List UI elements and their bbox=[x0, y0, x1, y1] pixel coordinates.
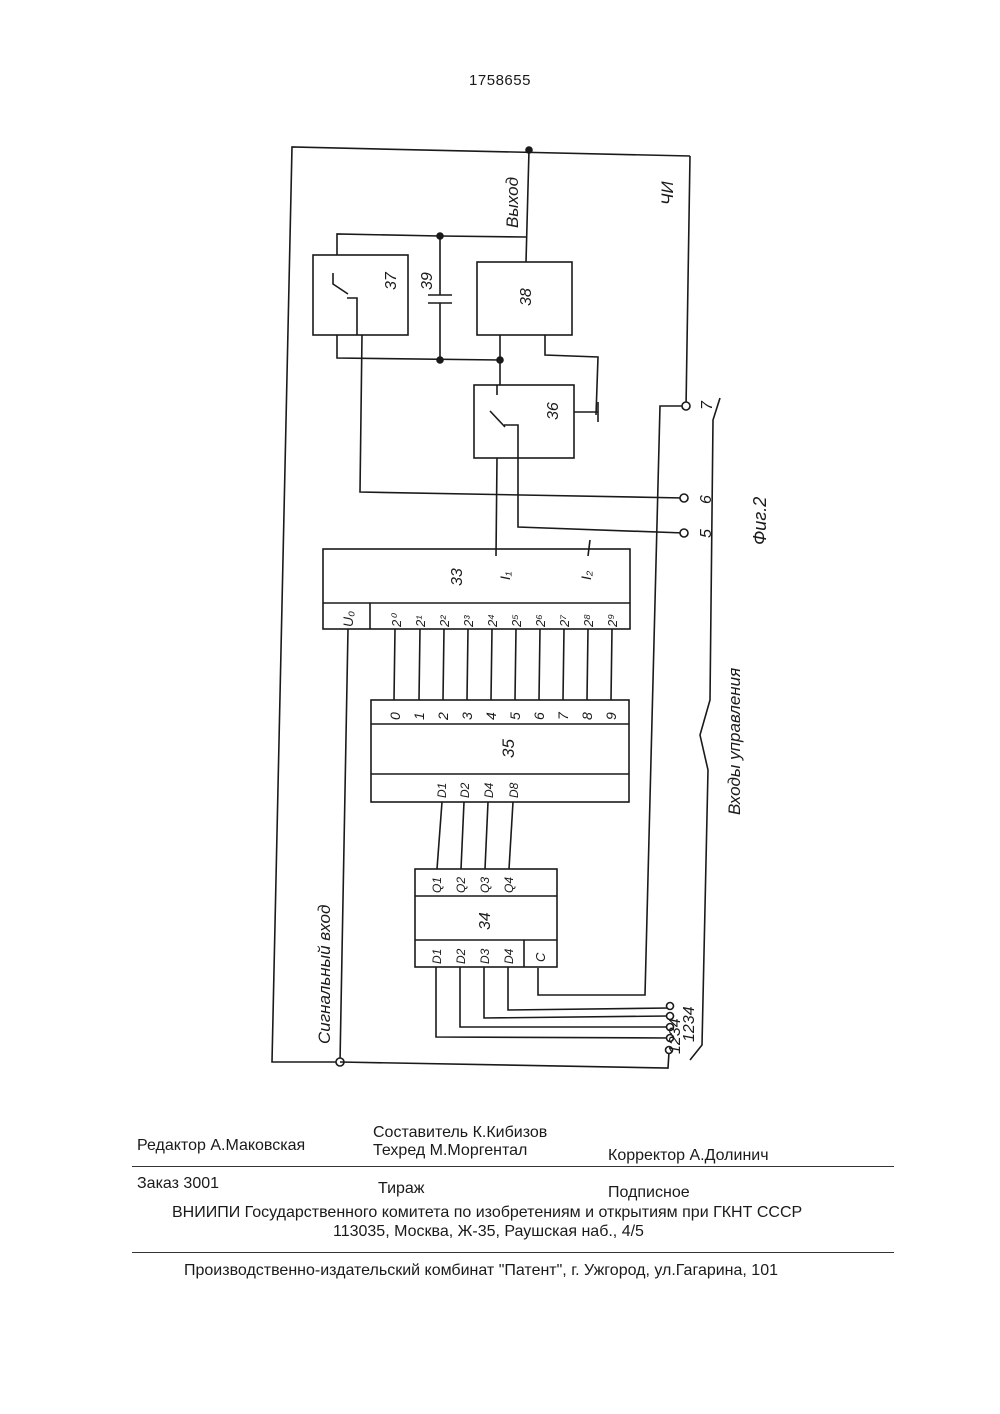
label-signal-input: Сигнальный вход bbox=[315, 905, 334, 1044]
label-block-38: 38 bbox=[518, 288, 535, 306]
b35-in-3: D8 bbox=[507, 782, 521, 798]
footer-compiler: Составитель К.Кибизов bbox=[373, 1124, 547, 1142]
b35-in-2: D4 bbox=[482, 782, 496, 798]
b35-in-0: D1 bbox=[435, 783, 449, 798]
b35-pin-7: 7 bbox=[555, 711, 571, 720]
b35-pin-8: 8 bbox=[579, 712, 595, 720]
b34-out-1: Q2 bbox=[454, 877, 468, 893]
footer-techred: Техред М.Моргентал bbox=[373, 1142, 527, 1160]
footer-order: Заказ 3001 bbox=[137, 1175, 219, 1193]
b33-pin-8: 2⁸ bbox=[581, 614, 596, 628]
label-output: Выход bbox=[503, 177, 522, 228]
terminal-1234-left-label: 1234 bbox=[667, 1018, 684, 1054]
b35-pin-1: 1 bbox=[411, 712, 427, 720]
wire-i2 bbox=[588, 540, 590, 556]
b33-pin-9: 2⁹ bbox=[605, 614, 620, 628]
chi-line bbox=[686, 156, 690, 408]
b33-pin-7: 2⁷ bbox=[557, 614, 572, 628]
b33-pin-0: 2⁰ bbox=[389, 613, 404, 628]
wire-36-to-33 bbox=[496, 458, 497, 556]
b34-in-c: C bbox=[533, 952, 548, 962]
footer-vniipi: ВНИИПИ Государственного комитета по изоб… bbox=[172, 1204, 802, 1222]
b33-pin-6: 2⁶ bbox=[533, 614, 548, 628]
terminal-5-label: 5 bbox=[698, 529, 715, 538]
b34-input-labels: D1 D2 D3 D4 C bbox=[430, 948, 548, 964]
b34-in-2: D3 bbox=[478, 948, 492, 964]
footer-corrector: Корректор А.Долинич bbox=[608, 1147, 769, 1165]
label-block-39: 39 bbox=[419, 272, 436, 290]
footer-editor: Редактор А.Маковская bbox=[137, 1137, 305, 1155]
b35-pin-5: 5 bbox=[507, 712, 523, 720]
label-i1: I₁ bbox=[497, 571, 513, 580]
label-block-37: 37 bbox=[383, 271, 400, 290]
wires-control-inputs bbox=[436, 967, 669, 1038]
label-block-33: 33 bbox=[449, 568, 466, 586]
b35-pin-3: 3 bbox=[459, 712, 475, 720]
switch-37 bbox=[333, 273, 357, 335]
b35-in-1: D2 bbox=[458, 782, 472, 798]
b35-pin-2: 2 bbox=[435, 712, 451, 721]
label-chi: ЧИ bbox=[658, 181, 677, 205]
b33-pin-1: 2¹ bbox=[413, 615, 428, 628]
b34-out-0: Q1 bbox=[430, 877, 444, 893]
wire-signal-return bbox=[340, 1052, 669, 1068]
label-i2: I₂ bbox=[578, 570, 594, 580]
ground-36 bbox=[574, 402, 598, 422]
figure-caption: Фиг.2 bbox=[750, 497, 770, 545]
b35-pin-4: 4 bbox=[483, 712, 499, 720]
b33-pin-3: 2³ bbox=[461, 615, 476, 628]
label-block-36: 36 bbox=[545, 402, 562, 420]
footer-divider-top bbox=[132, 1166, 894, 1167]
wire-u0 bbox=[340, 629, 348, 1062]
b33-pin-4: 2⁴ bbox=[485, 614, 500, 628]
output-wire bbox=[526, 150, 529, 262]
terminal-6-label: 6 bbox=[698, 495, 715, 504]
bus-33-35 bbox=[394, 629, 612, 700]
capacitor-39 bbox=[428, 236, 452, 360]
footer-circulation: Тираж bbox=[378, 1180, 425, 1198]
b34-in-3: D4 bbox=[502, 948, 516, 964]
terminal-7-label: 7 bbox=[699, 400, 716, 410]
footer-address: 113035, Москва, Ж-35, Раушская наб., 4/5 bbox=[333, 1223, 644, 1241]
b35-pin-6: 6 bbox=[531, 712, 547, 720]
label-block-34: 34 bbox=[477, 912, 494, 930]
b34-in-0: D1 bbox=[430, 949, 444, 964]
label-control-inputs: Входы управления bbox=[725, 668, 744, 815]
b34-in-1: D2 bbox=[454, 948, 468, 964]
b35-pin-9: 9 bbox=[603, 712, 619, 720]
block-37 bbox=[313, 255, 408, 335]
b33-input-labels: 2⁰ 2¹ 2² 2³ 2⁴ 2⁵ 2⁶ 2⁷ 2⁸ 2⁹ bbox=[389, 613, 620, 628]
block-36 bbox=[474, 385, 574, 458]
footer-divider-bottom bbox=[132, 1252, 894, 1253]
b35-output-labels: 0 1 2 3 4 5 6 7 8 9 bbox=[387, 711, 619, 721]
label-u0: U₀ bbox=[340, 611, 356, 627]
bus-35-34 bbox=[437, 802, 513, 869]
b35-pin-0: 0 bbox=[387, 712, 403, 720]
b34-out-2: Q3 bbox=[478, 877, 492, 893]
b34-output-labels: Q1 Q2 Q3 Q4 bbox=[430, 877, 516, 893]
b35-input-labels: D1 D2 D4 D8 bbox=[435, 782, 521, 798]
b33-pin-5: 2⁵ bbox=[509, 614, 524, 628]
b34-out-3: Q4 bbox=[502, 877, 516, 893]
switch-36 bbox=[490, 385, 518, 458]
footer-subscription: Подписное bbox=[608, 1184, 690, 1202]
footer-publisher: Производственно-издательский комбинат "П… bbox=[184, 1262, 778, 1280]
wire-37-top bbox=[337, 234, 526, 255]
label-block-35: 35 bbox=[499, 739, 518, 758]
b33-pin-2: 2² bbox=[437, 615, 452, 628]
